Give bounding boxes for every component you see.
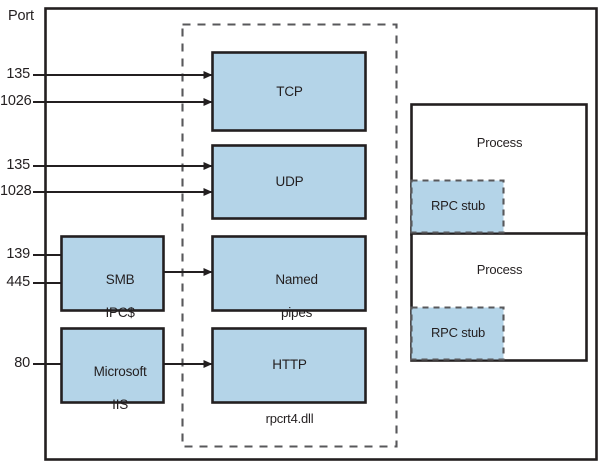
transport-label-udp: UDP: [275, 174, 304, 189]
service-box-smb: [60, 235, 165, 312]
transport-box-pipes: [211, 235, 367, 312]
port-label-udp-1028: 1028: [0, 183, 32, 199]
process-label-1: Process: [476, 135, 523, 150]
rpc-stub-label-1: RPC stub: [430, 198, 486, 213]
port-label-iis-80: 80: [14, 355, 30, 371]
transport-label-tcp: TCP: [276, 84, 303, 99]
transport-box-tcp: [211, 51, 367, 132]
port-label-tcp-1026: 1026: [0, 93, 32, 109]
port-label-tcp-135: 135: [6, 66, 30, 82]
rpcrt4-dll-label: rpcrt4.dll: [265, 411, 314, 426]
service-label-smb: SMB IPC$: [62, 256, 164, 338]
host-boundary: [44, 7, 598, 461]
port-label-udp-135: 135: [6, 157, 30, 173]
transport-label-http: HTTP: [272, 357, 307, 372]
transport-box-udp: [211, 144, 367, 220]
transport-box-http: [211, 327, 367, 404]
service-box-iis: [60, 327, 165, 404]
transport-label-pipes-line1: Named: [275, 272, 318, 288]
transport-label-pipes-line2: pipes: [280, 305, 313, 321]
rpc-stub-label-2: RPC stub: [430, 325, 486, 340]
rpcrt4-dll-container: [181, 23, 398, 448]
port-label-smb-139: 139: [6, 246, 30, 262]
service-label-iis-line2: IIS: [112, 397, 129, 413]
process-label-2: Process: [476, 262, 523, 277]
transport-label-pipes: Named pipes: [213, 256, 366, 338]
service-label-smb-line2: IPC$: [105, 305, 135, 321]
service-label-iis: Microsoft IIS: [62, 348, 164, 430]
rpc-stub-box-2: [410, 306, 505, 361]
port-label-smb-445: 445: [6, 274, 30, 290]
service-label-smb-line1: SMB: [105, 272, 135, 288]
rpc-stub-box-1: [410, 179, 505, 234]
port-axis-header: Port: [8, 8, 34, 24]
service-label-iis-line1: Microsoft: [93, 364, 147, 380]
